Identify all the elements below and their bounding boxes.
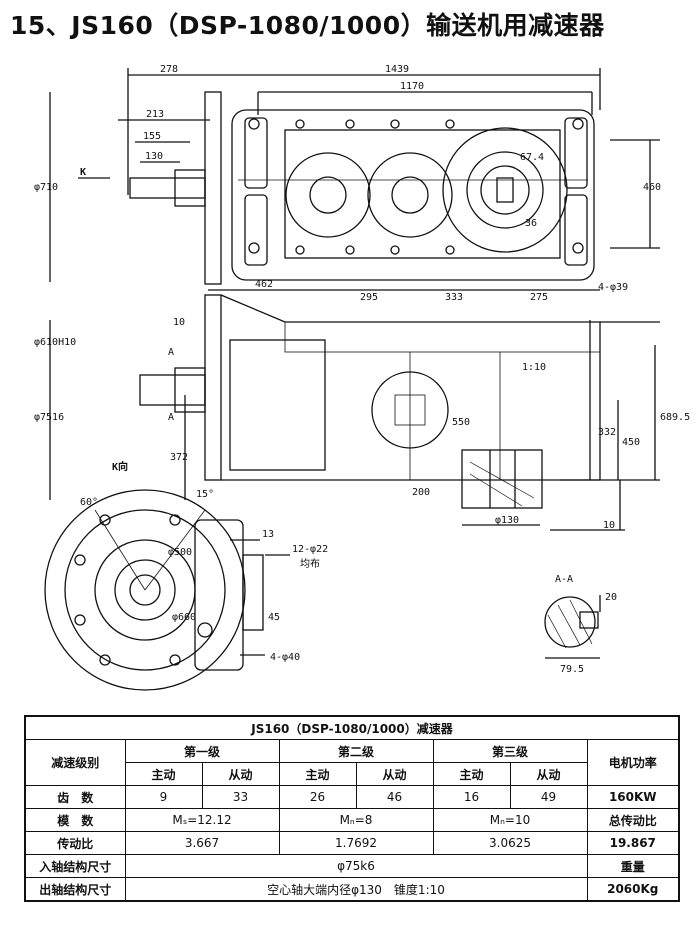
ratio-3: 3.0625 — [432, 831, 588, 855]
drive-1: 主动 — [124, 762, 203, 786]
weight-label: 重量 — [586, 854, 680, 878]
total-ratio-value: 19.867 — [586, 831, 680, 855]
teeth-label: 齿 数 — [24, 785, 126, 809]
dim-372: 372 — [170, 452, 188, 463]
input-value: φ75k6 — [124, 854, 588, 878]
dim-200: 200 — [412, 487, 430, 498]
module-3: Mₙ=10 — [432, 808, 588, 832]
stage-2: 第二级 — [278, 739, 434, 763]
spec-table: JS160（DSP-1080/1000）减速器 减速级别 第一级 第二级 第三级… — [24, 715, 681, 902]
dim-4-holes-39: 4-φ39 — [598, 282, 628, 293]
output-value: 空心轴大端内径φ130 锥度1:10 — [124, 877, 588, 902]
section-a-a — [544, 595, 601, 659]
driven-2: 从动 — [355, 762, 434, 786]
dim-60-deg: 60° — [80, 497, 98, 508]
side-view — [49, 294, 660, 531]
dim-689-5: 689.5 — [660, 412, 690, 423]
dim-450: 450 — [622, 437, 640, 448]
dim-taper-1-10: 1:10 — [522, 362, 546, 373]
teeth-2-driven: 46 — [355, 785, 434, 809]
power-label: 电机功率 — [586, 739, 680, 786]
ratio-2: 1.7692 — [278, 831, 434, 855]
driven-1: 从动 — [201, 762, 280, 786]
dim-dia-7516: φ7516 — [34, 412, 64, 423]
dim-213: 213 — [146, 109, 164, 120]
total-ratio-label: 总传动比 — [586, 808, 680, 832]
dim-333: 333 — [445, 292, 463, 303]
ratio-1: 3.667 — [124, 831, 280, 855]
module-1: Mₛ=12.12 — [124, 808, 280, 832]
driven-3: 从动 — [509, 762, 588, 786]
dim-67-4: 67.4 — [520, 152, 544, 163]
dim-462: 462 — [255, 279, 273, 290]
drive-2: 主动 — [278, 762, 357, 786]
technical-drawing: 278 1439 1170 213 155 130 460 462 295 33… — [34, 64, 690, 691]
dim-36: 36 — [525, 218, 537, 229]
module-2: Mₙ=8 — [278, 808, 434, 832]
dim-278: 278 — [160, 64, 178, 75]
weight-value: 2060Kg — [586, 877, 680, 902]
dim-275: 275 — [530, 292, 548, 303]
dim-1439: 1439 — [385, 64, 409, 75]
teeth-1-driven: 33 — [201, 785, 280, 809]
dim-dia-500: φ500 — [168, 547, 192, 558]
dim-dia-610h10: φ610H10 — [34, 337, 76, 348]
stage-1: 第一级 — [124, 739, 280, 763]
dim-45: 45 — [268, 612, 280, 623]
dim-13: 13 — [262, 529, 274, 540]
marker-k: K — [80, 167, 86, 178]
dim-460: 460 — [643, 182, 661, 193]
marker-a-bottom: A — [168, 412, 174, 423]
module-label: 模 数 — [24, 808, 126, 832]
dim-155: 155 — [143, 131, 161, 142]
dim-20: 20 — [605, 592, 617, 603]
dim-dia-710: φ710 — [34, 182, 58, 193]
page-title: 15、JS160（DSP-1080/1000）输送机用减速器 — [10, 11, 605, 40]
dim-130: 130 — [145, 151, 163, 162]
dim-dia-130: φ130 — [495, 515, 519, 526]
dim-79-5: 79.5 — [560, 664, 584, 675]
output-label: 出轴结构尺寸 — [24, 877, 126, 902]
dim-10: 10 — [173, 317, 185, 328]
stage-3: 第三级 — [432, 739, 588, 763]
stage-label: 减速级别 — [24, 739, 126, 786]
input-label: 入轴结构尺寸 — [24, 854, 126, 878]
marker-k-view: K向 — [112, 460, 128, 473]
dim-dia-660: φ660 — [172, 612, 196, 623]
drive-3: 主动 — [432, 762, 511, 786]
dim-1170: 1170 — [400, 81, 424, 92]
teeth-3-drive: 16 — [432, 785, 511, 809]
dim-12-holes-22: 12-φ22 — [292, 544, 328, 555]
dim-evenly-distributed: 均布 — [300, 558, 320, 570]
ratio-label: 传动比 — [24, 831, 126, 855]
table-caption: JS160（DSP-1080/1000）减速器 — [24, 715, 680, 740]
teeth-2-drive: 26 — [278, 785, 357, 809]
power-value: 160KW — [586, 785, 680, 809]
teeth-1-drive: 9 — [124, 785, 203, 809]
teeth-3-driven: 49 — [509, 785, 588, 809]
dim-4-holes-40: 4-φ40 — [270, 652, 300, 663]
section-a-a-title: A-A — [555, 574, 573, 585]
dim-332: 332 — [598, 427, 616, 438]
dim-550: 550 — [452, 417, 470, 428]
top-view — [49, 68, 660, 291]
dim-10-bottom: 10 — [603, 520, 615, 531]
dim-295: 295 — [360, 292, 378, 303]
dimension-labels: 278 1439 1170 213 155 130 460 462 295 33… — [34, 64, 690, 675]
dim-15-deg: 15° — [196, 489, 214, 500]
marker-a-top: A — [168, 347, 174, 358]
k-direction-view — [44, 489, 290, 691]
